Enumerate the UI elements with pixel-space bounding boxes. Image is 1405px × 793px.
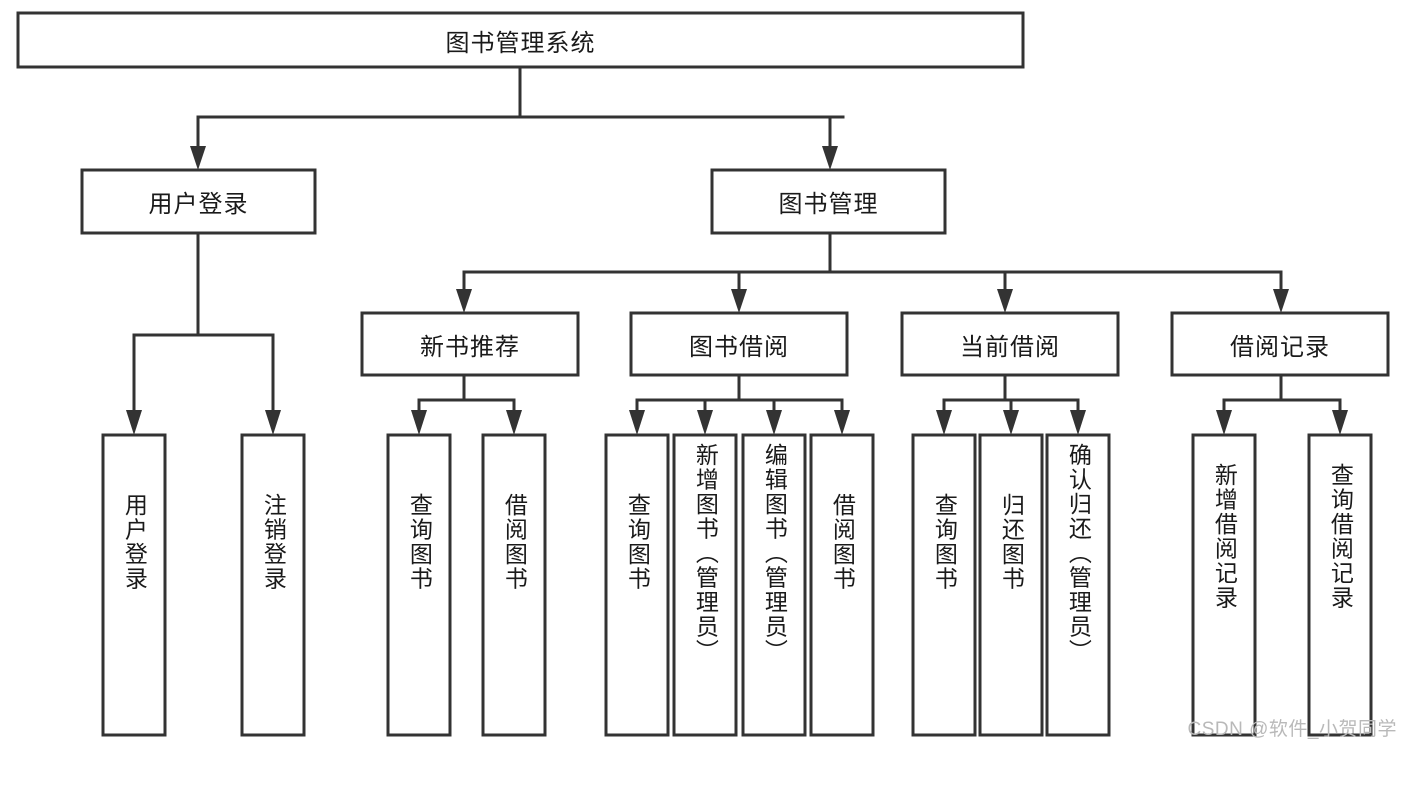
leaf-logout-login[interactable] bbox=[240, 433, 306, 737]
leaf-rec-borrow-book[interactable] bbox=[481, 433, 547, 737]
connector-borrowrecord-to-leaves bbox=[1216, 373, 1348, 435]
node-root[interactable] bbox=[16, 11, 1025, 69]
node-borrow-record[interactable] bbox=[1170, 311, 1390, 377]
connector-root-to-level2 bbox=[190, 65, 845, 170]
leaf-rec-query-record[interactable] bbox=[1307, 433, 1373, 737]
leaf-borrow-borrow-book[interactable] bbox=[809, 433, 875, 737]
leaf-borrow-query-book[interactable] bbox=[604, 433, 670, 737]
leaf-borrow-edit-book[interactable] bbox=[741, 433, 807, 737]
flowchart-svg bbox=[16, 11, 1390, 737]
node-book-manage[interactable] bbox=[710, 168, 947, 235]
connector-newbookrec-to-leaves bbox=[411, 373, 522, 435]
node-user-login[interactable] bbox=[80, 168, 317, 235]
leaf-cur-confirm-return[interactable] bbox=[1045, 433, 1111, 737]
node-book-borrow[interactable] bbox=[629, 311, 849, 377]
node-new-book-rec[interactable] bbox=[360, 311, 580, 377]
leaf-rec-query-book[interactable] bbox=[386, 433, 452, 737]
node-current-borrow[interactable] bbox=[900, 311, 1120, 377]
leaf-cur-return-book[interactable] bbox=[978, 433, 1044, 737]
watermark-text: CSDN @软件_小贺同学 bbox=[1187, 719, 1397, 740]
leaf-user-login[interactable] bbox=[101, 433, 167, 737]
connector-bookmanage-to-level3 bbox=[456, 231, 1289, 313]
diagram-canvas-root: 图书管理系统 用户登录 图书管理 新书推荐 图书借阅 当前借阅 借阅记录 用户登… bbox=[16, 11, 1397, 740]
connector-userlogin-to-leaves bbox=[126, 231, 281, 435]
leaf-rec-add-record[interactable] bbox=[1191, 433, 1257, 737]
leaf-cur-query-book[interactable] bbox=[911, 433, 977, 737]
connector-currentborrow-to-leaves bbox=[936, 373, 1086, 435]
connector-bookborrow-to-leaves bbox=[629, 373, 850, 435]
leaf-borrow-add-book[interactable] bbox=[672, 433, 738, 737]
